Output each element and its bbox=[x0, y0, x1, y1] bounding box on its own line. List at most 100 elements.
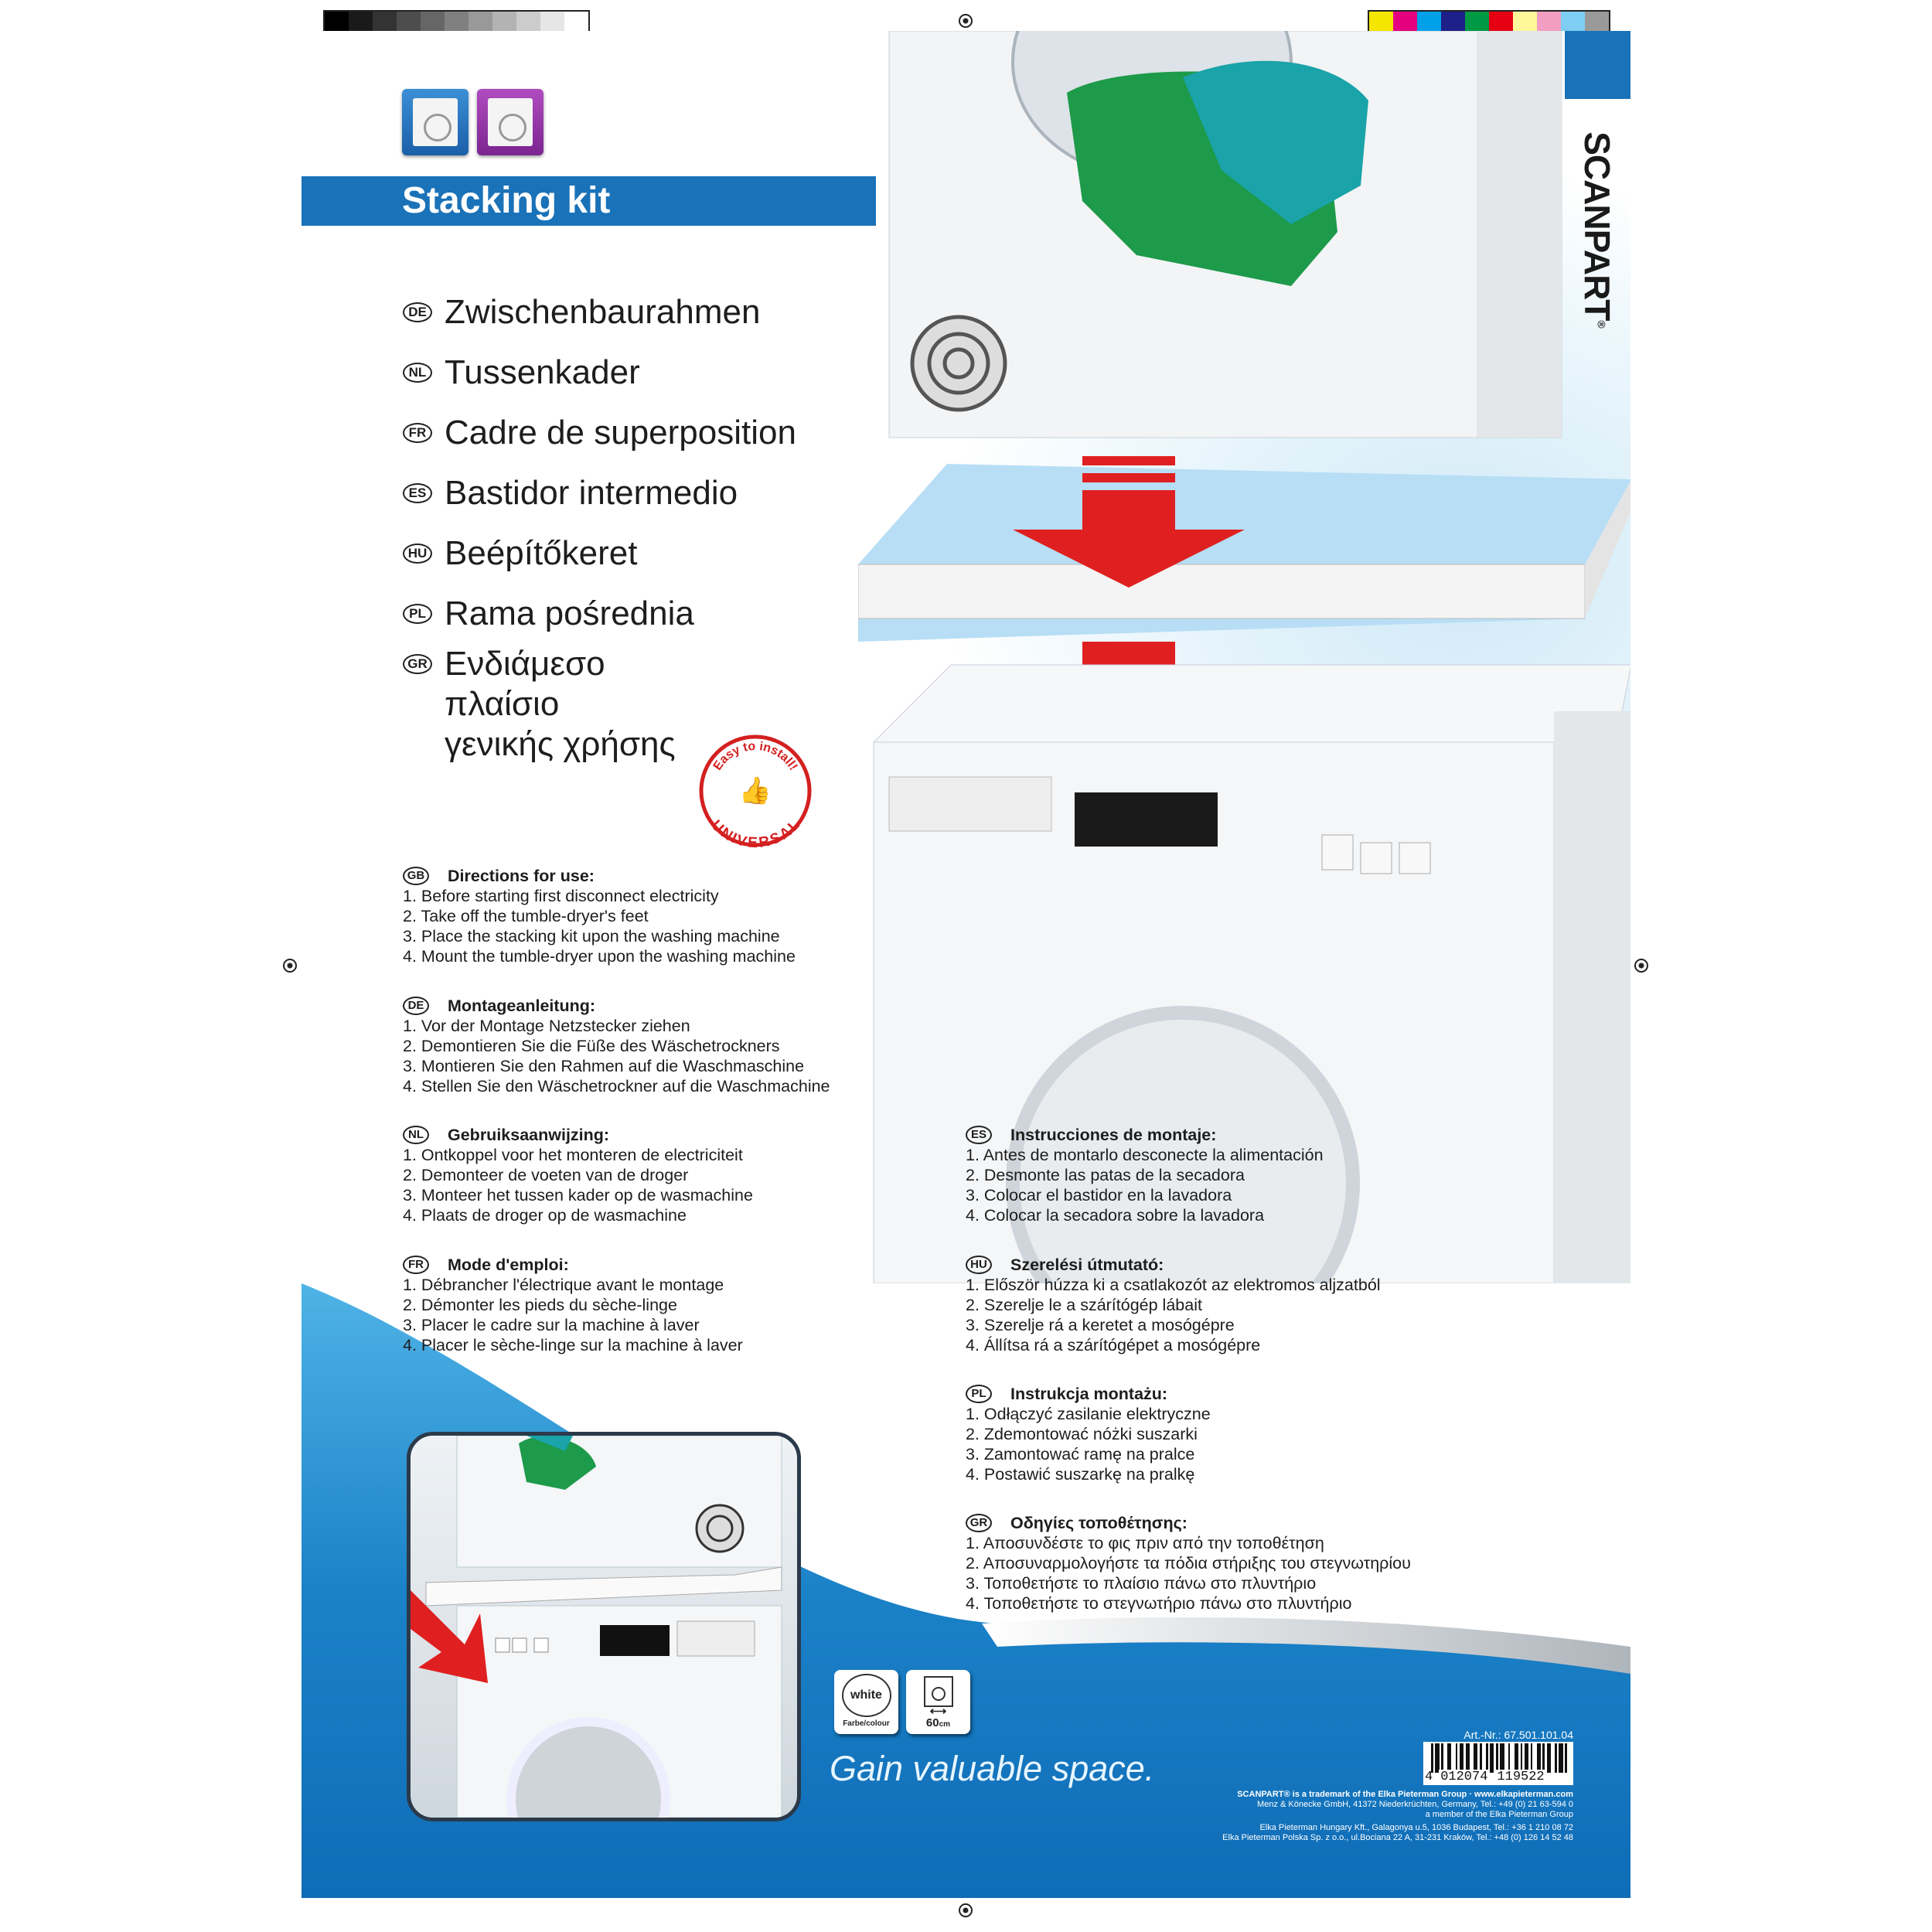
grey-swatch bbox=[397, 12, 421, 32]
width-arrow-icon: ⟷ bbox=[929, 1705, 947, 1718]
color-swatch bbox=[1441, 12, 1465, 32]
language-code-badge: DE bbox=[403, 302, 432, 322]
color-swatch bbox=[1489, 12, 1513, 32]
directions-gr: GR Οδηγίες τοποθέτησης: 1. Αποσυνδέστε το … bbox=[966, 1513, 1411, 1613]
directions-step: 1. Αποσυνδέστε το φις πριν από την τοποθ… bbox=[966, 1534, 1324, 1552]
barcode-bar bbox=[1524, 1743, 1527, 1773]
barcode-bar bbox=[1480, 1743, 1482, 1773]
barcode-bar bbox=[1485, 1743, 1488, 1773]
product-name-text: Zwischenbaurahmen bbox=[445, 293, 761, 331]
barcode-bar bbox=[1447, 1743, 1450, 1773]
directions-heading: Instrukcja montażu: bbox=[1010, 1385, 1168, 1403]
color-swatch bbox=[1369, 12, 1393, 32]
grey-swatch bbox=[349, 12, 373, 32]
barcode-bar bbox=[1508, 1743, 1511, 1773]
color-swatch bbox=[1393, 12, 1417, 32]
barcode-bar bbox=[1433, 1743, 1436, 1773]
directions-step: 1. Először húzza ki a csatlakozót az ele… bbox=[966, 1276, 1381, 1294]
barcode-bar bbox=[1549, 1743, 1551, 1773]
grey-control-strip bbox=[323, 10, 590, 34]
language-code-badge: DE bbox=[403, 997, 429, 1015]
directions-step: 3. Colocar el bastidor en la lavadora bbox=[966, 1186, 1232, 1205]
washing-machine-icon bbox=[923, 1676, 953, 1707]
barcode-bar bbox=[1484, 1743, 1486, 1773]
barcode-bar bbox=[1494, 1743, 1496, 1773]
directions-step: 4. Állítsa rá a szárítógépet a mosógépre bbox=[966, 1336, 1261, 1354]
directions-step: 1. Before starting first disconnect elec… bbox=[403, 887, 719, 905]
barcode-bar bbox=[1562, 1743, 1566, 1773]
barcode-bar bbox=[1436, 1743, 1440, 1773]
red-arrow-icon bbox=[411, 1590, 488, 1683]
footer-line: Menz & Könecke GmbH, 41372 Niederkrüchte… bbox=[1257, 1800, 1573, 1809]
company-info: SCANPART® is a trademark of the Elka Pie… bbox=[1222, 1790, 1573, 1843]
thumbs-up-icon: 👍 bbox=[739, 775, 772, 806]
barcode-bar bbox=[1512, 1743, 1515, 1773]
barcode-bar bbox=[1559, 1743, 1561, 1773]
barcode-bar bbox=[1538, 1743, 1541, 1773]
registration-mark-icon bbox=[959, 1903, 973, 1917]
directions-step: 1. Ontkoppel voor het monteren de electr… bbox=[403, 1146, 743, 1164]
barcode-bar bbox=[1471, 1743, 1474, 1773]
grey-swatch bbox=[421, 12, 445, 32]
barcode-bar bbox=[1534, 1743, 1537, 1773]
page-title: Stacking kit bbox=[302, 176, 876, 226]
directions-step: 2. Demontieren Sie die Füße des Wäschetr… bbox=[403, 1037, 780, 1055]
directions-step: 1. Odłączyć zasilanie elektryczne bbox=[966, 1405, 1211, 1423]
barcode-bar bbox=[1474, 1743, 1476, 1773]
grey-swatch bbox=[540, 12, 564, 32]
directions-step: 3. Place the stacking kit upon the washi… bbox=[403, 927, 780, 946]
grey-swatch bbox=[445, 12, 469, 32]
grey-swatch bbox=[469, 12, 492, 32]
directions-step: 4. Stellen Sie den Wäschetrockner auf di… bbox=[403, 1077, 830, 1095]
directions-step: 4. Τοποθετήστε το στεγνωτήριο πάνω στο π… bbox=[966, 1594, 1352, 1613]
directions-heading: Instrucciones de montaje: bbox=[1010, 1126, 1217, 1144]
barcode-bar bbox=[1461, 1743, 1463, 1773]
barcode-bar bbox=[1498, 1743, 1501, 1773]
directions-step: 1. Débrancher l'électrique avant le mont… bbox=[403, 1276, 724, 1294]
language-code-badge: ES bbox=[403, 483, 432, 503]
registration-mark-icon bbox=[1634, 959, 1648, 973]
barcode-bar bbox=[1490, 1743, 1492, 1773]
barcode-bar bbox=[1469, 1743, 1472, 1773]
language-code-badge: HU bbox=[966, 1256, 992, 1274]
barcode-bar bbox=[1465, 1743, 1468, 1773]
language-code-badge: NL bbox=[403, 363, 432, 383]
barcode-bar bbox=[1453, 1743, 1456, 1773]
grey-swatch bbox=[516, 12, 540, 32]
barcode-bar bbox=[1449, 1743, 1452, 1773]
barcode-bar bbox=[1506, 1743, 1508, 1773]
barcode-bar bbox=[1500, 1743, 1502, 1773]
directions-step: 3. Monteer het tussen kader op de wasmac… bbox=[403, 1186, 753, 1205]
width-feature-badge: ⟷ 60cm bbox=[906, 1670, 970, 1734]
stacked-appliances-inset-photo bbox=[407, 1432, 801, 1821]
language-code-badge: GR bbox=[966, 1514, 992, 1532]
barcode-bar bbox=[1565, 1743, 1567, 1773]
language-code-badge: GR bbox=[403, 654, 432, 674]
barcode-bar bbox=[1441, 1743, 1443, 1773]
product-name-text: Cadre de superposition bbox=[445, 414, 796, 451]
product-name-text: Tussenkader bbox=[445, 353, 640, 391]
directions-heading: Οδηγίες τοποθέτησης: bbox=[1010, 1514, 1187, 1532]
directions-step: 4. Colocar la secadora sobre la lavadora bbox=[966, 1206, 1265, 1225]
directions-step: 2. Desmonte las patas de la secadora bbox=[966, 1166, 1245, 1184]
barcode-bar bbox=[1550, 1743, 1553, 1773]
barcode-bar bbox=[1435, 1743, 1437, 1773]
barcode-bar bbox=[1496, 1743, 1498, 1773]
barcode-bar bbox=[1481, 1743, 1484, 1773]
barcode-bar bbox=[1451, 1743, 1453, 1773]
barcode-bar bbox=[1542, 1743, 1545, 1773]
barcode-bar bbox=[1501, 1743, 1504, 1773]
directions-heading: Directions for use: bbox=[448, 867, 595, 885]
grey-swatch bbox=[373, 12, 397, 32]
